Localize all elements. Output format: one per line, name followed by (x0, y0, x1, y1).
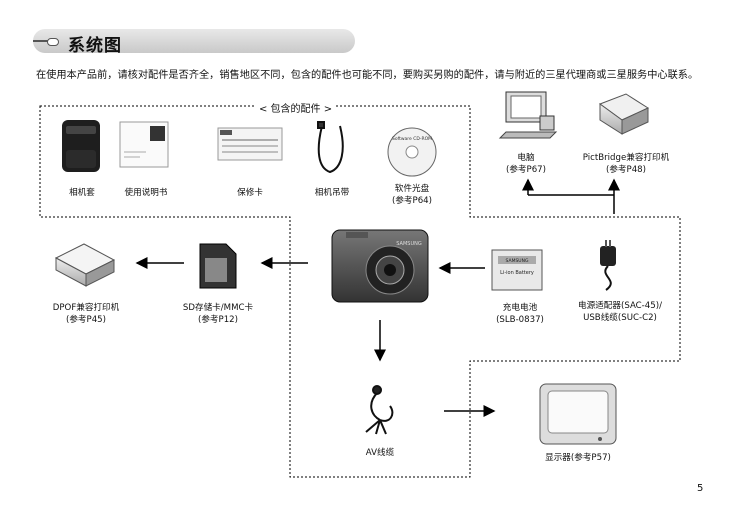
computer-icon (498, 91, 558, 139)
header-line (33, 40, 49, 42)
software-cd-ref: (参考P64) (391, 196, 432, 206)
intro-text: 在使用本产品前，请核对配件是否齐全，销售地区不同，包含的配件也可能不同，要购买另… (36, 70, 699, 81)
camera-case-label: 相机套 (69, 188, 95, 198)
dpof-printer-ref: (参考P45) (65, 315, 106, 325)
dpof-printer-name: DPOF兼容打印机 (52, 303, 120, 313)
adapter-label: 电源适配器(SAC-45)/ USB线缆(SUC-C2) (566, 300, 674, 324)
software-cd-icon: Software CD-ROM (387, 127, 437, 177)
included-accessories-title: < 包含的配件 > (256, 100, 336, 115)
software-cd-name: 软件光盘 (394, 184, 430, 194)
dpof-printer-icon (54, 243, 116, 287)
battery-label: 充电电池 (SLB-0837) (488, 302, 552, 326)
warranty-card-label: 保修卡 (237, 188, 263, 198)
camera-icon: SAMSUNG (331, 229, 429, 303)
camera-case-icon (62, 120, 100, 172)
camera-strap-label: 相机吊带 (314, 188, 350, 198)
monitor-label: 显示器(参考P57) (545, 453, 611, 463)
battery-ref: (SLB-0837) (496, 315, 544, 325)
battery-type-text: Li-ion Battery (500, 270, 534, 276)
header-dot (47, 38, 59, 46)
battery-brand-text: SAMSUNG (506, 258, 529, 264)
arrows (135, 257, 496, 417)
camera-strap-icon (317, 121, 344, 174)
pc-name: 电脑 (517, 153, 535, 163)
sd-card-ref: (参考P12) (197, 315, 238, 325)
pc-printer-connector (522, 178, 620, 214)
user-manual-icon (119, 121, 169, 168)
av-cable-label: AV线缆 (365, 448, 395, 458)
pictbridge-printer-icon (598, 93, 650, 135)
battery-name: 充电电池 (502, 303, 538, 313)
av-cable-icon (365, 385, 394, 435)
software-cd-label: 软件光盘 (参考P64) (384, 183, 440, 207)
battery-icon: SAMSUNG Li-ion Battery (491, 249, 543, 291)
adapter-name: 电源适配器(SAC-45)/ (578, 301, 662, 311)
page-number: 5 (697, 483, 704, 494)
user-manual-label: 使用说明书 (124, 188, 168, 198)
pictbridge-label: PictBridge兼容打印机 (参考P48) (578, 152, 674, 176)
cd-label-text: Software CD-ROM (392, 136, 432, 142)
pictbridge-name: PictBridge兼容打印机 (582, 153, 670, 163)
sd-card-name: SD存储卡/MMC卡 (182, 303, 254, 313)
pictbridge-ref: (参考P48) (605, 165, 646, 175)
page-title: 系统图 (68, 36, 122, 56)
power-adapter-icon (600, 240, 616, 291)
dpof-printer-label: DPOF兼容打印机 (参考P45) (44, 302, 128, 326)
sd-card-icon (199, 243, 237, 289)
camera-brand-text: SAMSUNG (396, 241, 422, 247)
pc-ref: (参考P67) (505, 165, 546, 175)
monitor-icon (539, 383, 617, 445)
header-bar (33, 29, 355, 53)
warranty-card-icon (217, 127, 283, 161)
usb-cable-name: USB线缆(SUC-C2) (583, 313, 657, 323)
pc-label: 电脑 (参考P67) (496, 152, 556, 176)
sd-card-label: SD存储卡/MMC卡 (参考P12) (176, 302, 260, 326)
included-box (39, 105, 681, 478)
